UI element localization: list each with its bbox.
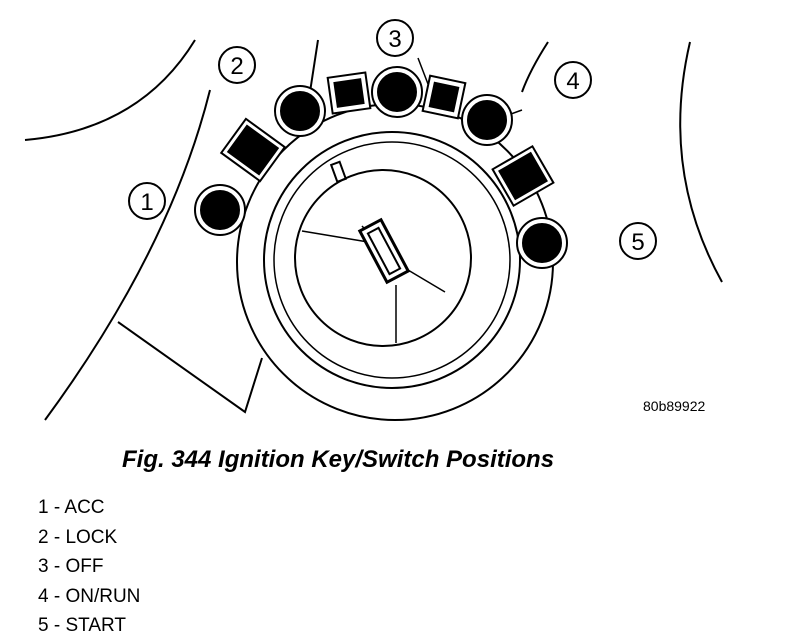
callout-3-label: 3	[388, 26, 401, 53]
figure-code: 80b89922	[643, 398, 706, 414]
callouts: 1 2 3 4 5	[128, 19, 657, 260]
position-markers	[194, 66, 568, 269]
callout-2-label: 2	[230, 53, 243, 80]
marker-dot-on-run	[461, 94, 513, 146]
marker-small-square-left	[326, 71, 372, 115]
marker-dot-acc	[194, 184, 246, 236]
legend-item-acc: 1 - ACC	[38, 497, 105, 518]
legend-item-lock: 2 - LOCK	[38, 526, 118, 548]
marker-large-square-right	[491, 144, 555, 208]
callout-4: 4	[554, 61, 592, 99]
legend-list: 1 - ACC 2 - LOCK 3 - OFF 4 - ON/RUN 5 - …	[38, 493, 140, 641]
legend-item-off: 3 - OFF	[38, 556, 104, 577]
marker-dot-off	[371, 66, 423, 118]
callout-1-label: 1	[140, 189, 153, 216]
ignition-switch-diagram: 1 2 3 4 5 80b89922	[24, 19, 723, 421]
body-contour-lines	[24, 39, 723, 421]
callout-5-label: 5	[631, 229, 644, 256]
marker-large-square-left	[219, 117, 287, 183]
figure-caption: Fig. 344 Ignition Key/Switch Positions	[122, 446, 555, 473]
legend-item-start: 5 - START	[38, 615, 126, 636]
callout-4-label: 4	[566, 68, 579, 95]
marker-small-square-right	[421, 74, 467, 120]
legend-item-on-run: 4 - ON/RUN	[38, 585, 141, 607]
callout-5: 5	[619, 222, 657, 260]
switch-body	[236, 103, 554, 421]
callout-1: 1	[128, 182, 166, 220]
callout-3: 3	[376, 19, 414, 57]
callout-2: 2	[218, 46, 256, 84]
marker-dot-lock	[274, 85, 326, 137]
marker-dot-start	[516, 217, 568, 269]
key-slot	[357, 217, 411, 285]
